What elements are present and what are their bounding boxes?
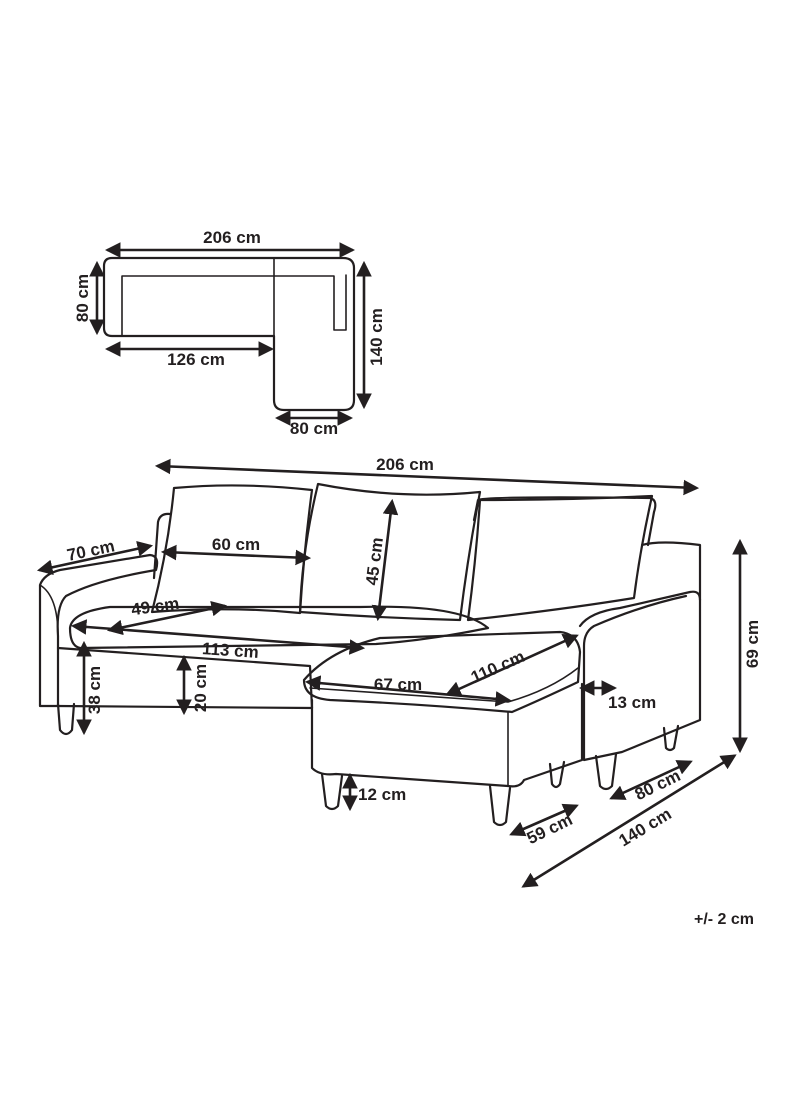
arm-depth-label: 70 cm — [65, 536, 116, 565]
chaise-seat-width-label: 67 cm — [374, 675, 422, 694]
leg-height-label: 12 cm — [358, 785, 406, 804]
right-armrest-back — [640, 541, 702, 602]
chaise-seat-length-label: 110 cm — [468, 647, 528, 687]
seat-height-label: 38 cm — [85, 666, 104, 714]
top-view: 206 cm 80 cm 126 cm 140 cm 80 cm — [73, 228, 386, 438]
top-view-back-inner — [121, 274, 347, 337]
right-armrest — [578, 590, 702, 762]
top-chaise-length-label: 140 cm — [367, 308, 386, 366]
leg-chaise-left — [320, 772, 344, 811]
total-width-label: 206 cm — [376, 455, 434, 474]
leg-chaise-back — [548, 760, 566, 789]
chaise-seat-width-dimension — [304, 675, 512, 707]
seat-cushion-height-label: 20 cm — [191, 664, 210, 712]
arm-width-label: 13 cm — [608, 693, 656, 712]
top-view-outline — [102, 256, 356, 412]
total-width-dimension — [154, 458, 700, 496]
total-height-label: 69 cm — [743, 620, 762, 668]
leg-front-left — [56, 702, 76, 736]
seat-width-dimension — [70, 619, 366, 655]
back-cushion-middle — [298, 482, 482, 622]
cushion-width-dimension — [160, 544, 312, 566]
top-depth-label: 80 cm — [73, 274, 92, 322]
back-cushion-right — [466, 494, 654, 622]
top-chaise-width-label: 80 cm — [290, 419, 338, 438]
cushion-height-dimension — [371, 498, 399, 622]
chaise-front-width-label: 59 cm — [524, 810, 576, 848]
chaise-depth-label: 80 cm — [632, 766, 684, 804]
sofa-drawing — [38, 482, 702, 827]
seat-width-label: 113 cm — [201, 639, 259, 662]
tolerance-note: +/- 2 cm — [694, 911, 754, 928]
leg-right-front — [594, 752, 618, 791]
leg-chaise-right — [488, 784, 512, 827]
leg-right-back — [662, 724, 680, 752]
top-width-label: 206 cm — [203, 228, 261, 247]
chaise-total-length-dimension — [521, 754, 737, 888]
arm-depth-dimension — [36, 541, 154, 575]
left-armrest-front — [39, 584, 59, 637]
top-seat-length-label: 126 cm — [167, 350, 225, 369]
cushion-width-label: 60 cm — [212, 535, 260, 554]
